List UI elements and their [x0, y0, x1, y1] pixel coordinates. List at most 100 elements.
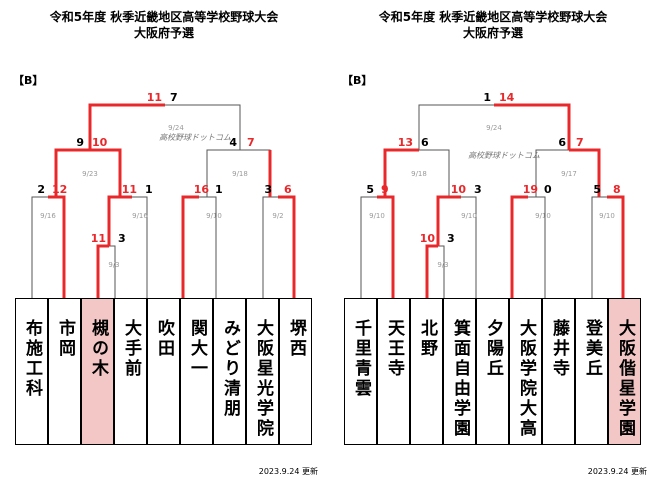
score-q2-right: 3	[474, 183, 482, 196]
score-top-right: 7	[170, 91, 178, 104]
date-sf2: 9/18	[232, 170, 248, 178]
score-sf1-left: 13	[398, 136, 413, 149]
score-q2-right: 1	[145, 183, 153, 196]
q1-left-line	[360, 196, 377, 298]
date-sf2: 9/17	[561, 170, 577, 178]
team-box: 千里青雲	[344, 298, 377, 445]
date-q2: 9/10	[461, 212, 477, 220]
sf1-win-line	[383, 148, 419, 197]
score-q3-left: 19	[523, 183, 538, 196]
top-win-line	[494, 103, 571, 150]
score-sf2-left: 6	[558, 136, 566, 149]
score-q3-left: 16	[194, 183, 210, 196]
team-box-highlighted: 槻の木	[81, 298, 114, 445]
team-name: 堺西	[286, 319, 306, 359]
team-name: 登美丘	[582, 319, 602, 379]
team-box: 藤井寺	[542, 298, 575, 445]
score-q2-left: 10	[451, 183, 467, 196]
score-sf2-left: 4	[229, 136, 237, 149]
q3-win-line	[510, 195, 528, 298]
date-q3: 9/10	[535, 212, 551, 220]
q3-right-line	[199, 196, 217, 298]
q2-win-line	[107, 195, 132, 246]
date-top: 9/24	[486, 124, 502, 132]
score-r1-left: 11	[91, 232, 106, 245]
date-r1: 9/3	[108, 261, 119, 269]
score-q3-right: 1	[215, 183, 223, 196]
updated-date: 2023.9.24 更新	[258, 467, 318, 476]
q3-right-line	[528, 196, 546, 298]
score-q1-right: 9	[381, 183, 389, 196]
score-q4-right: 8	[613, 183, 621, 196]
watermark-logo: 高校野球ドットコム	[159, 133, 231, 142]
date-sf1: 9/23	[82, 170, 98, 178]
score-top-right: 14	[499, 91, 515, 104]
team-box: 大阪学院大高	[509, 298, 542, 445]
date-sf1: 9/18	[411, 170, 427, 178]
updated-date: 2023.9.24 更新	[587, 467, 647, 476]
sf1-right-line	[419, 149, 450, 197]
q4-win-line	[278, 195, 296, 298]
q1-win-line	[48, 195, 66, 298]
team-box: 登美丘	[575, 298, 608, 445]
r1-win-line	[96, 244, 109, 298]
sf2-left-line	[206, 149, 240, 197]
tournament-title: 令和5年度 秋季近畿地区高等学校野球大会	[49, 10, 279, 24]
score-sf1-left: 9	[76, 136, 84, 149]
team-name: 大手前	[121, 319, 141, 379]
block-label: 【B】	[342, 74, 373, 87]
score-q4-left: 5	[593, 183, 601, 196]
score-top-left: 1	[483, 91, 491, 104]
q4-left-line	[591, 196, 607, 298]
date-q1: 9/10	[369, 212, 385, 220]
block-label: 【B】	[13, 74, 44, 87]
tournament-title: 令和5年度 秋季近畿地区高等学校野球大会	[378, 10, 608, 24]
score-sf1-right: 10	[92, 136, 108, 149]
team-name: 市岡	[55, 319, 75, 359]
r1-right-line	[109, 245, 116, 298]
top-win-line	[88, 103, 165, 150]
bracket-panel-right: 令和5年度 秋季近畿地区高等学校野球大会 大阪府予選 【B】 1 14 1	[329, 0, 657, 482]
score-sf2-right: 7	[247, 136, 255, 149]
team-name: 天王寺	[384, 319, 404, 379]
team-box: 関大一	[180, 298, 213, 445]
score-r1-right: 3	[447, 232, 455, 245]
q3-win-line	[181, 195, 199, 298]
score-r1-left: 10	[420, 232, 436, 245]
team-box: 布施工科	[15, 298, 48, 445]
team-box: 天王寺	[377, 298, 410, 445]
q2-right-line	[132, 196, 148, 298]
q1-left-line	[31, 196, 48, 298]
date-q4: 9/10	[599, 212, 615, 220]
q4-win-line	[607, 195, 625, 298]
team-box-highlighted: 大阪偕星学園	[608, 298, 641, 445]
score-q1-right: 12	[52, 183, 67, 196]
score-sf2-right: 7	[576, 136, 584, 149]
team-box: 大阪星光学院	[246, 298, 279, 445]
date-q4: 9/2	[272, 212, 283, 220]
date-q2: 9/16	[132, 212, 148, 220]
team-name: みどり清朋	[220, 319, 240, 419]
q1-win-line	[377, 195, 395, 298]
team-name: 大阪偕星学園	[615, 319, 635, 439]
score-q1-left: 5	[366, 183, 374, 196]
score-q1-left: 2	[37, 183, 45, 196]
q2-win-line	[436, 195, 461, 246]
date-q1: 9/16	[40, 212, 56, 220]
tournament-subtitle: 大阪府予選	[133, 26, 194, 40]
score-q3-right: 0	[544, 183, 552, 196]
watermark-logo: 高校野球ドットコム	[468, 151, 540, 160]
date-r1: 9/3	[437, 261, 448, 269]
top-right-line	[165, 104, 241, 150]
sf2-left-line	[535, 149, 569, 197]
team-name: 夕陽丘	[483, 319, 503, 379]
sf2-win-line	[569, 148, 601, 197]
team-name: 関大一	[187, 319, 207, 379]
team-name: 槻の木	[88, 319, 108, 379]
date-top: 9/24	[168, 124, 184, 132]
team-box: 北野	[410, 298, 443, 445]
team-box: みどり清朋	[213, 298, 246, 445]
top-left-line	[418, 104, 494, 150]
team-name: 大阪星光学院	[253, 319, 273, 439]
r1-right-line	[438, 245, 445, 298]
